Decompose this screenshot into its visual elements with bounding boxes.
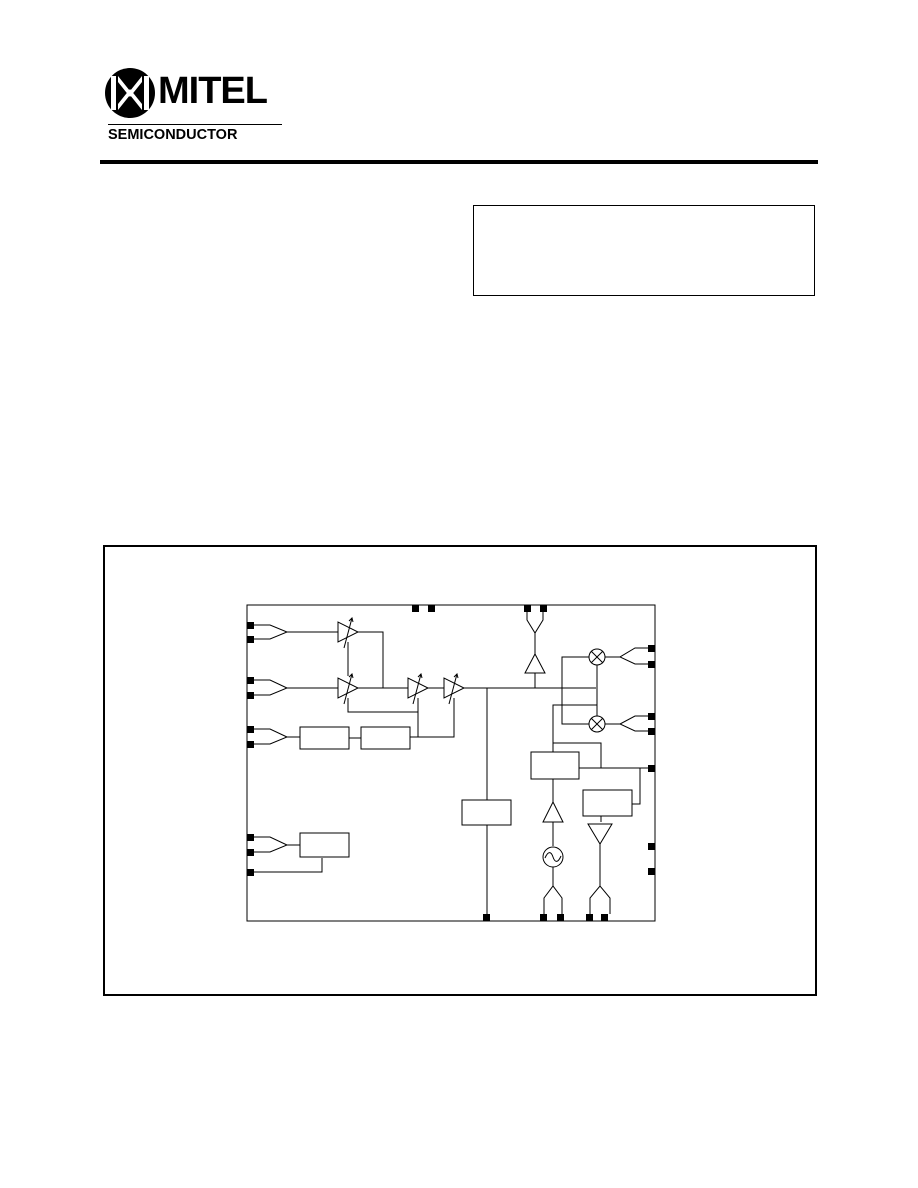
pin (648, 713, 655, 720)
pin (247, 692, 254, 699)
pin (648, 728, 655, 735)
pin (648, 868, 655, 875)
amplifier-3 (407, 673, 444, 705)
pin (524, 605, 531, 612)
pin (540, 914, 547, 921)
block-filter-2 (360, 726, 411, 750)
block-filter-1 (299, 726, 350, 750)
chip-outline (246, 604, 656, 922)
logo-divider (108, 124, 282, 125)
brand-name: MITEL (158, 70, 268, 112)
amplifier-2 (337, 673, 419, 713)
pin (247, 849, 254, 856)
block-detector (299, 832, 350, 858)
mixer-q (588, 715, 648, 733)
pin (648, 661, 655, 668)
output-buffer (524, 612, 546, 688)
pin (247, 741, 254, 748)
pin (247, 636, 254, 643)
pin (648, 843, 655, 850)
pin (247, 677, 254, 684)
brand-logo (100, 62, 290, 148)
pin (412, 605, 419, 612)
ref-buffer (587, 823, 613, 845)
block-lo-control (582, 789, 633, 817)
oscillator-icon (542, 846, 564, 868)
pin (247, 622, 254, 629)
figure-frame (103, 545, 817, 996)
pin (247, 834, 254, 841)
input-pairs (254, 624, 338, 873)
pin (586, 914, 593, 921)
info-box (473, 205, 815, 296)
pin (483, 914, 490, 921)
pin (601, 914, 608, 921)
brand-subtitle: SEMICONDUCTOR (108, 127, 238, 143)
lo-amplifier (542, 800, 564, 823)
pin (557, 914, 564, 921)
block-center (461, 799, 512, 826)
pin (648, 645, 655, 652)
pin (428, 605, 435, 612)
mitel-logo-icon (105, 68, 155, 118)
pin (540, 605, 547, 612)
pins (247, 605, 655, 921)
mixer-i (588, 647, 648, 666)
block-lo-divider (530, 751, 580, 780)
pin (247, 869, 254, 876)
amplifier-4 (410, 673, 596, 738)
amplifier-1 (337, 617, 384, 688)
header-rule (100, 160, 818, 164)
pin (648, 765, 655, 772)
pin (247, 726, 254, 733)
